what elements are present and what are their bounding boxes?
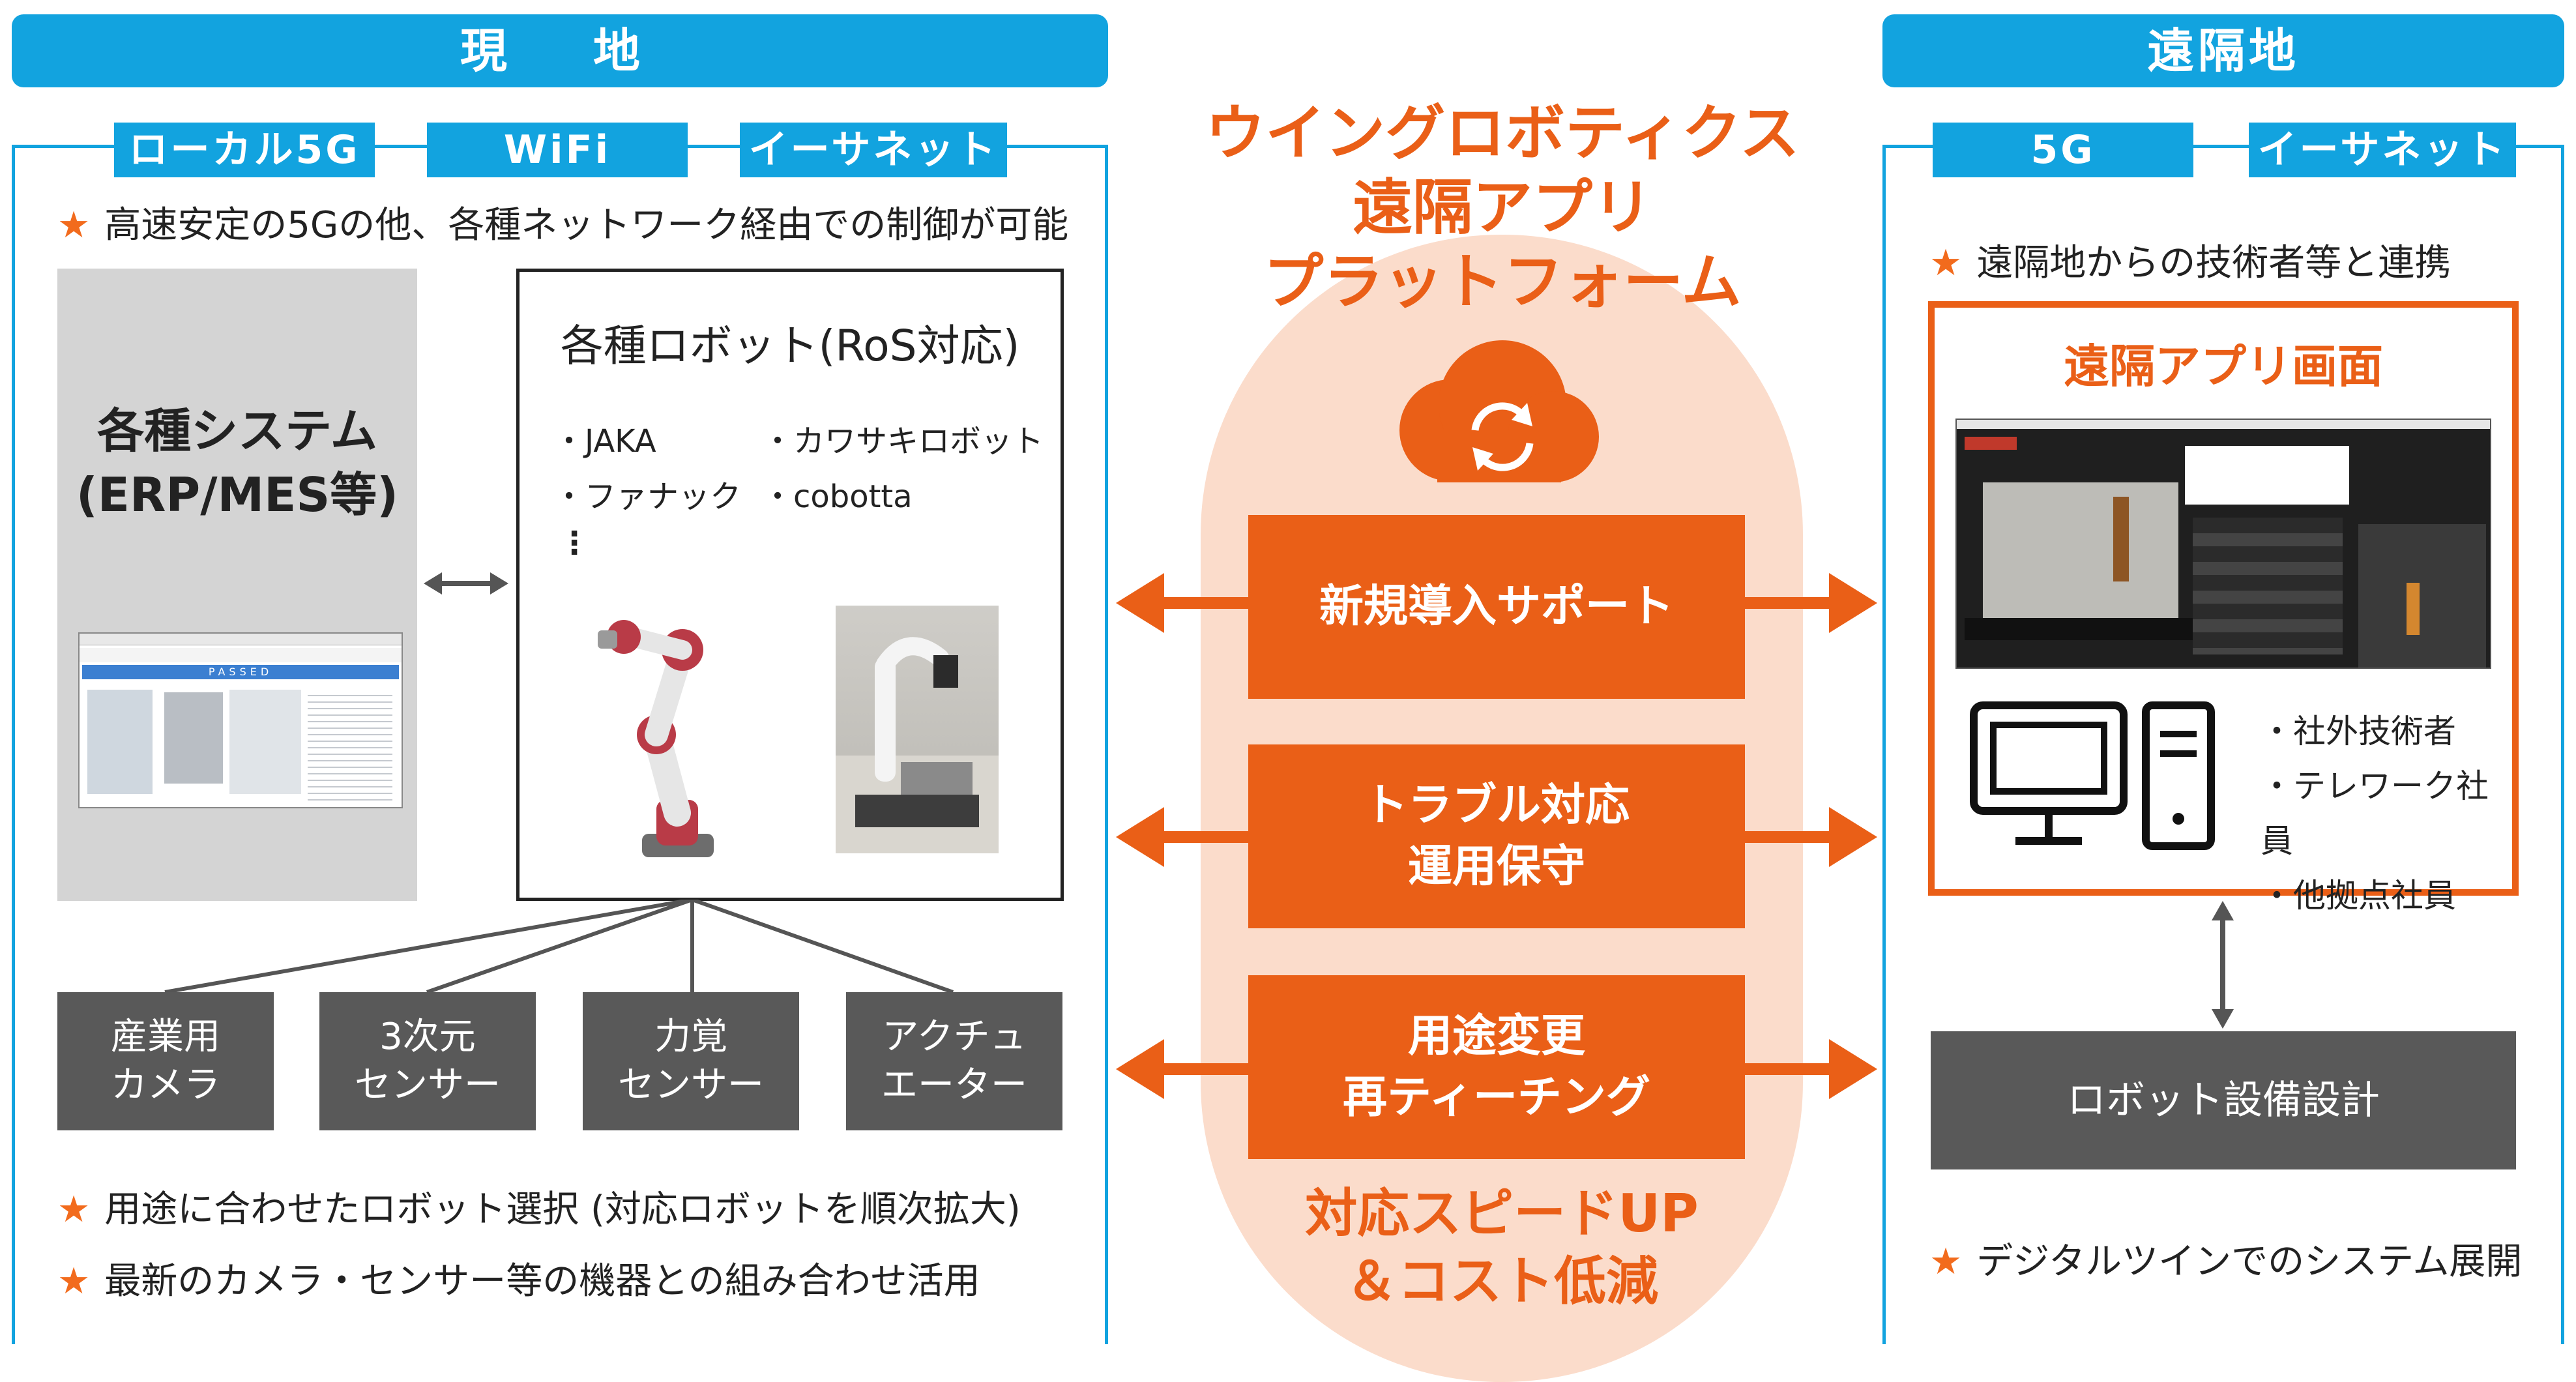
jaka-robot-arm-image xyxy=(598,620,714,857)
star-icon: ★ xyxy=(1929,1241,1963,1283)
cobotta-photo xyxy=(836,606,999,853)
systems-box: 各種システム (ERP/MES等) PASSED xyxy=(57,269,417,901)
pc-tower-icon xyxy=(2142,701,2215,850)
local-site-header: 現 地 xyxy=(12,14,1108,87)
star-icon: ★ xyxy=(57,204,91,246)
robots-box: 各種ロボット(RoS対応) ・JAKA ・カワサキロボット ・ファナック ・co… xyxy=(516,269,1064,901)
device-3d-sensor: 3次元センサー xyxy=(319,992,536,1130)
passed-banner: PASSED xyxy=(82,665,399,679)
tag-wifi: WiFi xyxy=(427,123,688,177)
remote-app-title: 遠隔アプリ画面 xyxy=(2064,340,2383,393)
device-industrial-camera: 産業用カメラ xyxy=(57,992,274,1130)
remote-note-collaboration: ★遠隔地からの技術者等と連携 xyxy=(1929,242,2452,284)
remote-app-screenshot xyxy=(1955,419,2491,669)
user-telework-employee: ・テレワーク社員 xyxy=(2261,767,2489,860)
service-new-installation: 新規導入サポート xyxy=(1248,515,1745,699)
inspection-screenshot: PASSED xyxy=(78,632,403,808)
app-design-arrow xyxy=(2212,901,2234,1029)
device-force-sensor: 力覚センサー xyxy=(583,992,799,1130)
systems-robots-arrow xyxy=(424,572,508,595)
service-reteaching: 用途変更 再ティーチング xyxy=(1248,975,1745,1159)
service-troubleshooting: トラブル対応 運用保守 xyxy=(1248,744,1745,928)
star-icon: ★ xyxy=(57,1188,91,1231)
remote-app-box: 遠隔アプリ画面 ・社外技術者 ・テレワーク社員 ・他拠点社員 xyxy=(1928,301,2519,915)
user-list: ・社外技術者 ・テレワーク社員 ・他拠点社員 xyxy=(2261,704,2512,923)
tag-ethernet-remote: イーサネット xyxy=(2249,123,2516,177)
tag-ethernet: イーサネット xyxy=(740,123,1007,177)
robot-item-more: ⋮ xyxy=(559,525,590,561)
device-connector-lines xyxy=(164,900,954,994)
cloud-sync-icon xyxy=(1399,340,1599,482)
robot-item-jaka: ・JAKA xyxy=(553,423,656,460)
star-icon: ★ xyxy=(1929,242,1963,284)
robot-item-kawasaki: ・カワサキロボット xyxy=(762,423,1044,460)
tag-local-5g: ローカル5G xyxy=(114,123,375,177)
device-actuator: アクチュエーター xyxy=(846,992,1062,1130)
robot-facility-design-box: ロボット設備設計 xyxy=(1931,1031,2516,1169)
star-icon: ★ xyxy=(57,1260,91,1302)
robot-item-cobotta: ・cobotta xyxy=(762,478,913,515)
remote-note-digital-twin: ★デジタルツインでのシステム展開 xyxy=(1929,1241,2523,1283)
systems-title: 各種システム (ERP/MES等) xyxy=(76,404,399,522)
desktop-computer-icon xyxy=(1970,701,2128,845)
remote-site-header: 遠隔地 xyxy=(1882,14,2564,87)
local-note-robot-selection: ★用途に合わせたロボット選択 (対応ロボットを順次拡大) xyxy=(57,1188,1021,1231)
user-external-engineer: ・社外技術者 xyxy=(2261,713,2456,750)
robot-item-fanuc: ・ファナック xyxy=(553,478,742,515)
platform-title: ウイングロボティクス 遠隔アプリ プラットフォーム xyxy=(1205,98,1800,317)
platform-benefit: 対応スピードUP ＆コスト低減 xyxy=(1305,1183,1699,1312)
tag-5g: 5G xyxy=(1933,123,2193,177)
user-other-site-employee: ・他拠点社員 xyxy=(2261,877,2456,915)
local-note-network: ★高速安定の5Gの他、各種ネットワーク経由での制御が可能 xyxy=(57,204,1069,246)
remote-site-panel xyxy=(1882,145,2564,1344)
robots-title: 各種ロボット(RoS対応) xyxy=(560,321,1020,371)
local-note-device-combination: ★最新のカメラ・センサー等の機器との組み合わせ活用 xyxy=(57,1260,980,1302)
